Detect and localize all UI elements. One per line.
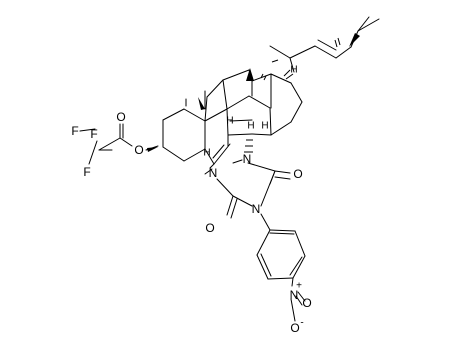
atom-nitrogen-nitro: N [290,288,299,302]
atom-oxygen-carbonyl-1: O [116,110,125,124]
bond-lines [79,16,380,322]
alkene-bond [212,144,225,159]
atom-labels: F F F O O N N N O O N + O O - H H H H H [71,65,311,336]
hashed-bond-20 [334,37,341,48]
charge-minus: - [300,318,303,329]
atom-hydrogen-9: H [247,121,254,132]
atom-hydrogen-8: H [226,116,233,127]
atom-fluorine-1: F [71,124,78,138]
hashed-bond-17 [283,69,294,80]
atom-hydrogen-5: H [203,148,210,159]
atom-hydrogen-17: H [261,121,268,132]
hashed-bond-n [244,139,253,153]
atom-oxygen-nitro-2: O [290,321,299,335]
atom-nitrogen-3: N [252,202,261,216]
atom-nitrogen-1: N [243,152,252,166]
atom-nitrogen-2: N [209,166,218,180]
atom-oxygen-carbonyl-3: O [205,221,214,235]
atom-oxygen-ester: O [134,143,143,157]
atom-fluorine-3: F [83,165,90,179]
atom-hydrogen-14: H [290,65,297,76]
hashed-bond-h-13 [260,59,279,81]
atom-oxygen-carbonyl-2: O [293,167,302,181]
stereo-bonds [147,33,360,153]
atom-fluorine-2: F [90,127,97,141]
charge-plus: + [296,281,302,292]
atom-oxygen-nitro-1: O [302,296,311,310]
